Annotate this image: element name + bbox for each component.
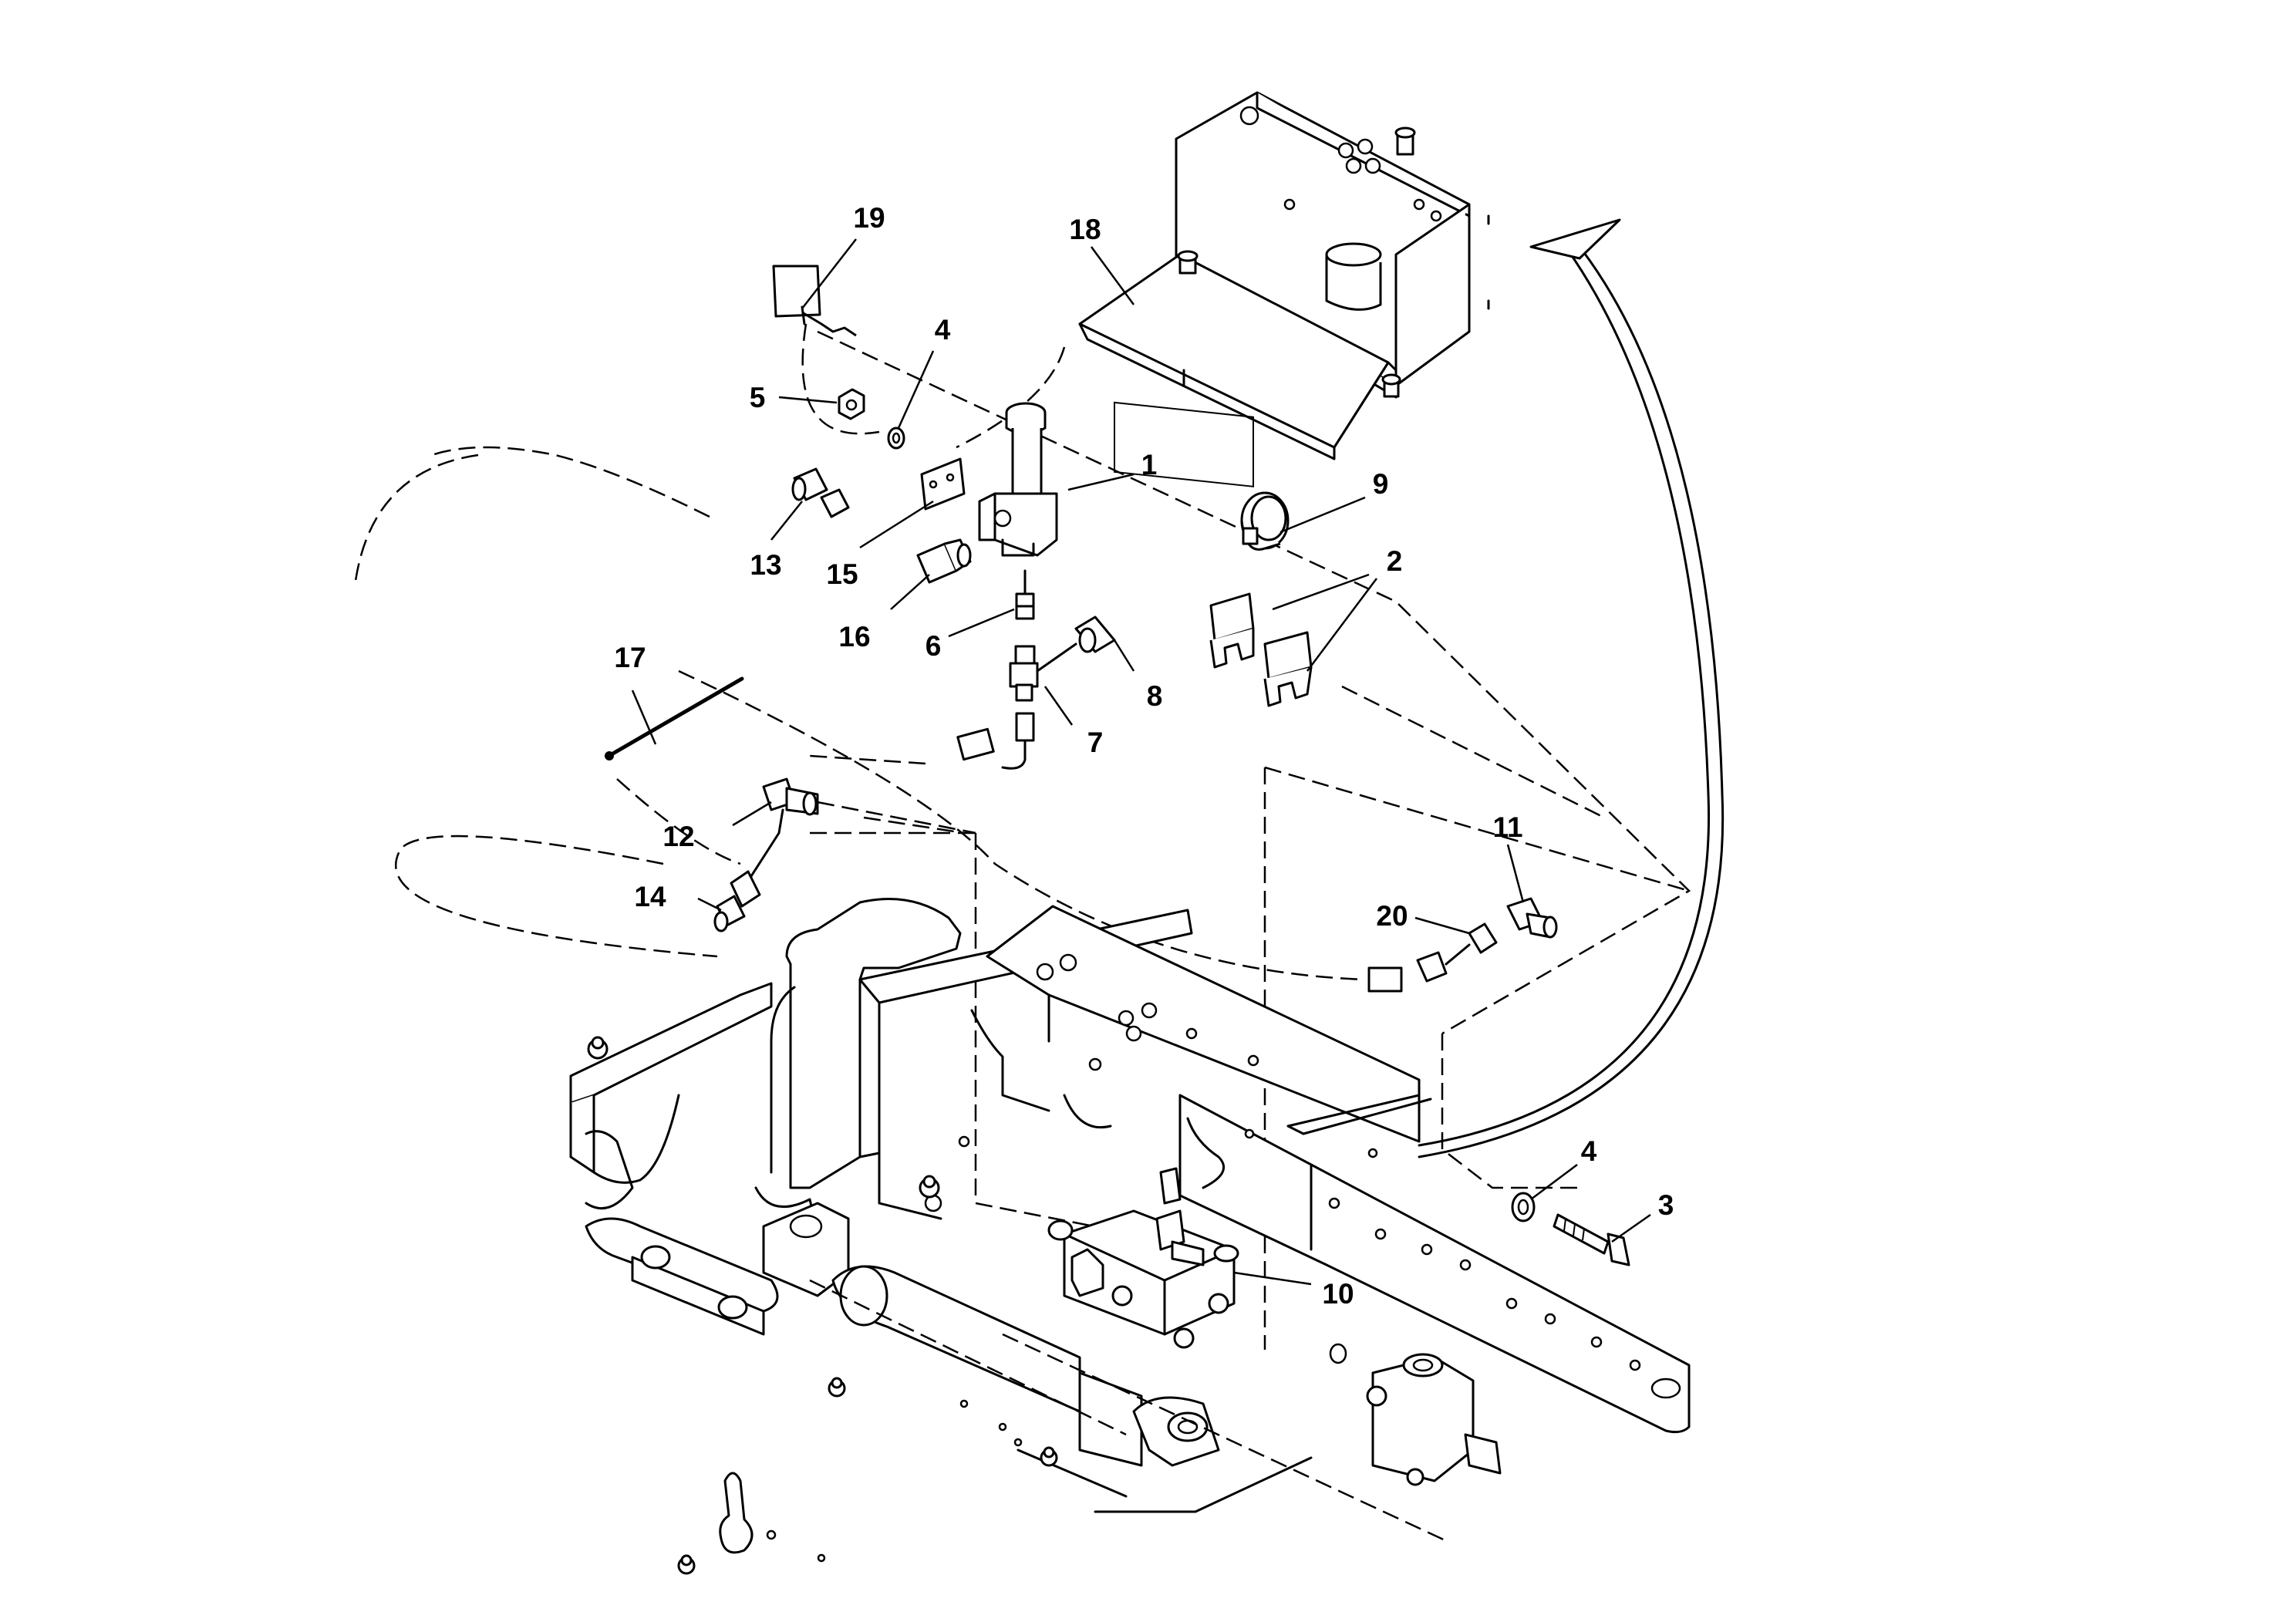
callout-14: 14 [634, 881, 666, 912]
callout-labels: 1 2 3 4 4 5 6 7 8 9 10 11 12 13 14 15 16… [614, 202, 1674, 1310]
assembly-guide-lines [353, 323, 1691, 1350]
callout-17: 17 [614, 642, 646, 673]
hydraulic-valve-block [1047, 1167, 1239, 1349]
callout-10: 10 [1322, 1278, 1354, 1310]
frame-bolt [587, 1036, 609, 1060]
pressure-switch [916, 538, 972, 584]
callout-15: 15 [826, 558, 858, 590]
tee-fitting-12 [743, 777, 819, 889]
frame-bolt [919, 1175, 940, 1199]
callout-18: 18 [1069, 214, 1101, 245]
cover-fastener [1394, 126, 1416, 156]
mounting-plate [920, 457, 966, 511]
tee-fitting-11 [1506, 897, 1558, 939]
bolt [1553, 1213, 1630, 1266]
callout-19: 19 [853, 202, 885, 234]
mounting-block [1209, 592, 1255, 669]
cover-fastener [1177, 250, 1199, 275]
nut [838, 388, 865, 420]
callout-7: 7 [1087, 727, 1104, 758]
washer-4b [1511, 1192, 1536, 1222]
key-tag [772, 265, 857, 337]
callout-6: 6 [925, 630, 942, 662]
washer [887, 427, 905, 450]
callout-1: 1 [1141, 449, 1158, 481]
cable-tie [605, 676, 744, 760]
callout-11: 11 [1492, 811, 1522, 843]
callout-3: 3 [1658, 1189, 1674, 1221]
control-box-cover [1078, 91, 1490, 487]
frame-bolt [1040, 1446, 1058, 1467]
callout-9: 9 [1373, 468, 1389, 500]
install-direction-arrow [1418, 218, 1725, 1158]
callout-13: 13 [750, 549, 781, 581]
chassis-frame [569, 898, 1691, 1575]
adapter-fitting [1015, 569, 1035, 620]
callout-2: 2 [1387, 545, 1403, 577]
straight-fitting-20 [1367, 922, 1498, 993]
straight-fitting [791, 467, 850, 518]
callout-12: 12 [663, 821, 694, 852]
callout-20: 20 [1376, 900, 1408, 932]
leader-lines [631, 238, 1651, 1286]
callout-4: 4 [935, 314, 951, 346]
callout-5: 5 [750, 382, 766, 413]
callout-16: 16 [838, 621, 870, 653]
pressure-gauge [1240, 491, 1290, 551]
cover-fastener [1381, 373, 1401, 398]
elbow-adapter [1036, 615, 1116, 673]
tee-fitting [956, 645, 1039, 770]
push-button-valve [978, 402, 1058, 557]
callout-8: 8 [1147, 680, 1163, 712]
callout-4: 4 [1581, 1135, 1597, 1167]
frame-bolt [828, 1377, 846, 1398]
straight-fitting-14 [713, 870, 761, 932]
mounting-block [1263, 631, 1313, 707]
frame-bolt [677, 1554, 696, 1575]
